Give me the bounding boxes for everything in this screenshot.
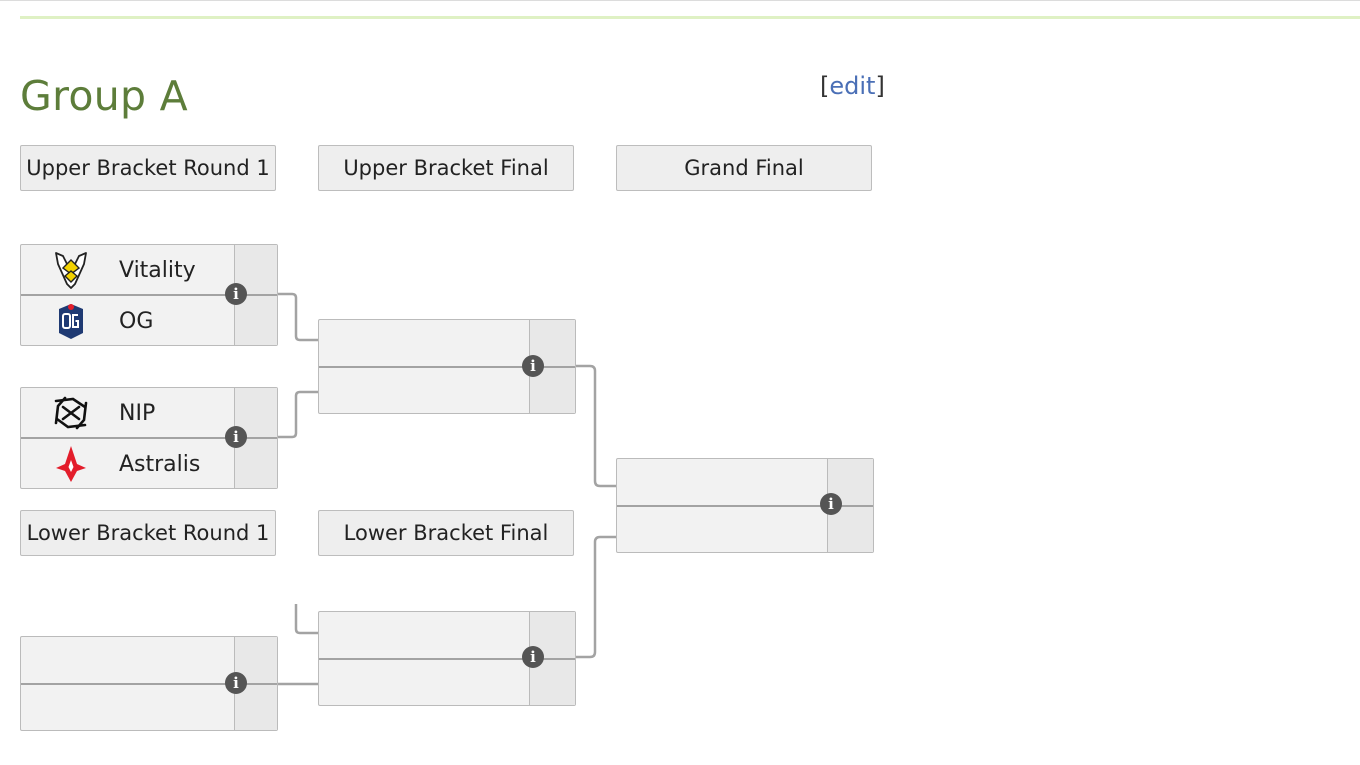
match-info-icon[interactable]: i [522, 646, 544, 668]
nip-logo [51, 393, 91, 433]
team-name: Vitality [119, 257, 196, 283]
team-slot-top[interactable]: Vitality [21, 245, 235, 295]
slot-divider [319, 658, 575, 660]
edit-section-link[interactable]: [edit] [820, 72, 885, 100]
slot-divider [21, 437, 277, 439]
astralis-logo [51, 444, 91, 484]
team-slot-top-empty[interactable] [617, 459, 831, 505]
slot-divider [319, 366, 575, 368]
connector-lbf-gf [533, 535, 616, 659]
match-info-icon[interactable]: i [522, 355, 544, 377]
og-logo [51, 301, 91, 341]
team-slot-top[interactable]: NIP [21, 388, 235, 438]
connector-lb-stub [294, 604, 318, 635]
team-slot-bottom-empty[interactable] [21, 685, 235, 731]
match-grand-final [616, 458, 874, 553]
connector-ubf-gf [533, 364, 616, 488]
slot-divider [21, 294, 277, 296]
team-slot-top-empty[interactable] [319, 612, 533, 658]
edit-bracket-close: ] [875, 72, 885, 100]
team-slot-bottom-empty[interactable] [319, 368, 533, 414]
match-info-icon[interactable]: i [225, 426, 247, 448]
round-header-grand-final: Grand Final [616, 145, 872, 191]
match-info-icon[interactable]: i [820, 493, 842, 515]
team-name: NIP [119, 400, 156, 426]
connector-ub-m1 [236, 292, 318, 342]
match-info-icon[interactable]: i [225, 283, 247, 305]
edit-bracket-open: [ [820, 72, 830, 100]
round-header-ub-final: Upper Bracket Final [318, 145, 574, 191]
group-title: Group A [20, 72, 189, 120]
round-header-lb-r1: Lower Bracket Round 1 [20, 510, 276, 556]
team-name: OG [119, 308, 154, 334]
top-border [0, 0, 1360, 1]
team-name: Astralis [119, 451, 201, 477]
team-slot-bottom[interactable]: OG [21, 296, 235, 346]
slot-divider [617, 505, 873, 507]
team-slot-bottom-empty[interactable] [617, 507, 831, 553]
vitality-logo [51, 250, 91, 290]
edit-link-text[interactable]: edit [829, 72, 876, 100]
match-ub-r1-1: Vitality OG [20, 244, 278, 346]
team-slot-bottom[interactable]: Astralis [21, 439, 235, 489]
match-info-icon[interactable]: i [225, 672, 247, 694]
round-header-ub-r1: Upper Bracket Round 1 [20, 145, 276, 191]
round-header-lb-final: Lower Bracket Final [318, 510, 574, 556]
section-divider [20, 16, 1360, 19]
team-slot-bottom-empty[interactable] [319, 660, 533, 706]
slot-divider [21, 683, 277, 685]
team-slot-top-empty[interactable] [21, 637, 235, 683]
team-slot-top-empty[interactable] [319, 320, 533, 366]
connector-ub-m2 [236, 390, 318, 439]
